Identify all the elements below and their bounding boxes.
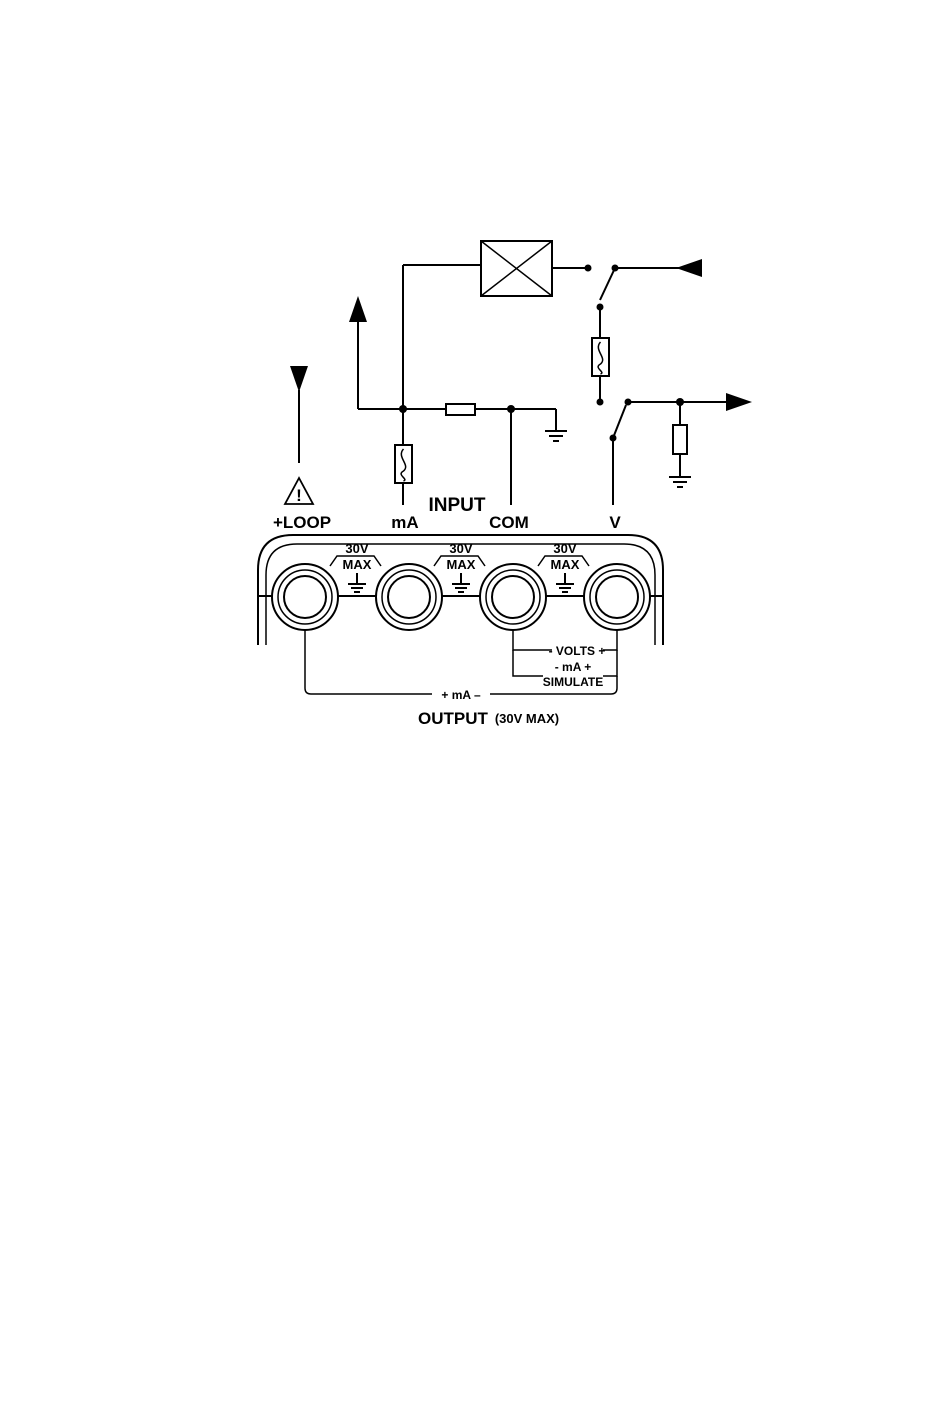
resistor-icon <box>446 404 475 415</box>
ma-simulate-label: - mA + <box>555 660 592 674</box>
switch-contact <box>585 265 592 272</box>
ground-icon <box>556 573 574 592</box>
arrow-icon <box>349 296 367 322</box>
output-connections: - VOLTS + - mA + SIMULATE + mA – OUTPUT … <box>305 630 617 728</box>
ground-icon <box>452 573 470 592</box>
terminal-label-com: COM <box>489 513 529 532</box>
jack-com <box>480 564 546 630</box>
ground-icon <box>348 573 366 592</box>
switch-contact <box>597 399 604 406</box>
arrow-icon <box>726 393 752 411</box>
rating-30v: 30V <box>449 541 472 556</box>
jack-v <box>584 564 650 630</box>
rating-max: MAX <box>343 557 372 572</box>
resistor-icon <box>673 425 687 454</box>
warning-triangle-icon: ! <box>285 478 313 505</box>
output-label: OUTPUT <box>418 709 489 728</box>
jack-ma <box>376 564 442 630</box>
input-circuit <box>290 241 752 505</box>
volts-bracket <box>513 630 552 650</box>
ground-icon <box>545 431 567 441</box>
output-rating: (30V MAX) <box>495 711 559 726</box>
simulate-bracket <box>513 650 543 676</box>
terminal-panel: 30V MAX 30V MAX 30V MAX <box>258 535 663 645</box>
isolation-box-icon <box>481 241 552 296</box>
ma-output-label: + mA – <box>441 688 481 702</box>
rating-30v: 30V <box>553 541 576 556</box>
ground-icon <box>669 477 691 487</box>
fuse-icon <box>395 445 412 483</box>
terminal-label-loop: +LOOP <box>273 513 331 532</box>
simulate-label: SIMULATE <box>543 675 603 689</box>
terminal-label-ma: mA <box>391 513 418 532</box>
fuse-icon <box>592 338 609 376</box>
jack-loop <box>272 564 338 630</box>
arrow-icon <box>290 366 308 392</box>
switch-icon <box>600 268 615 300</box>
rating-30v: 30V <box>345 541 368 556</box>
volts-label: - VOLTS + <box>549 644 606 658</box>
arrow-icon <box>676 259 702 277</box>
rating-max: MAX <box>551 557 580 572</box>
rating-max: MAX <box>447 557 476 572</box>
ma-output-line <box>305 630 432 694</box>
switch-icon <box>613 405 626 438</box>
warning-symbol: ! <box>296 486 302 505</box>
input-label: INPUT <box>429 495 486 516</box>
terminal-label-v: V <box>609 513 621 532</box>
